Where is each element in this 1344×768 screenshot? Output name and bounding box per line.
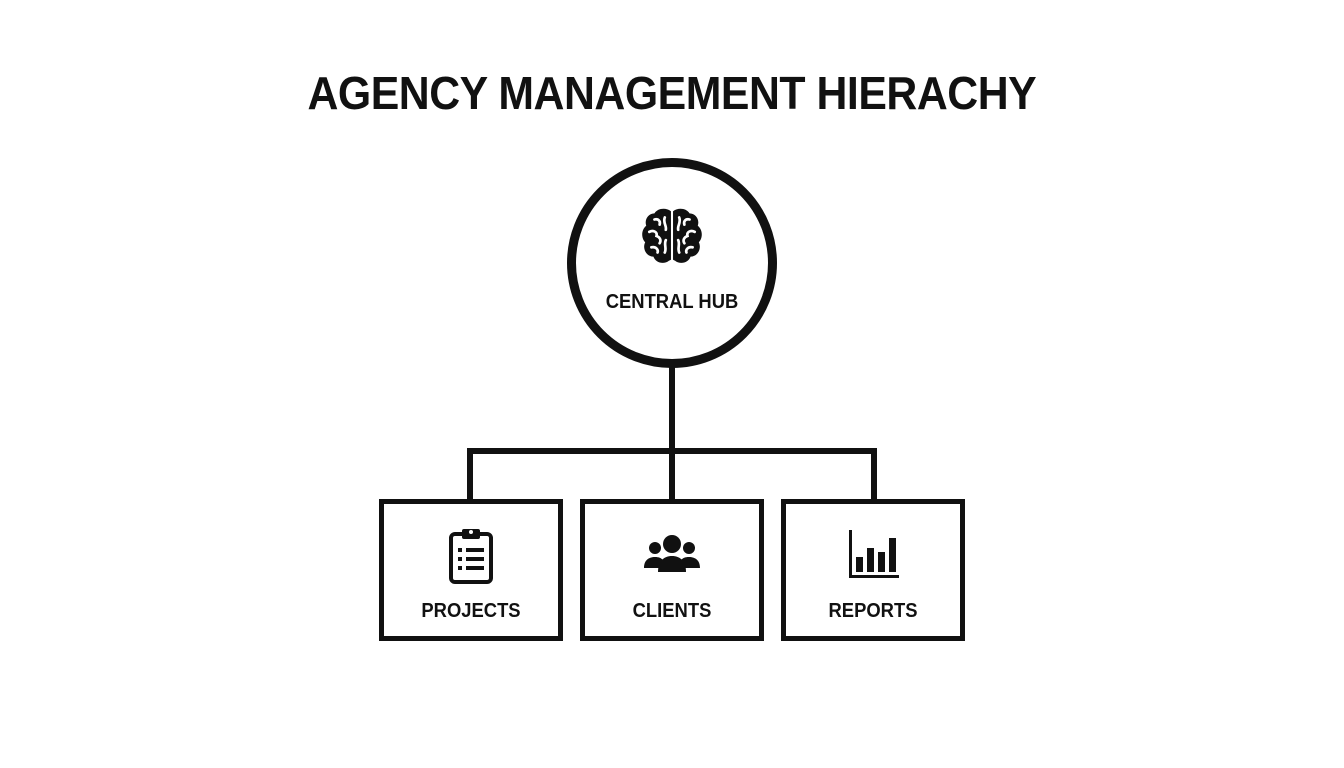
central-hub-label: CENTRAL HUB: [605, 291, 739, 313]
clients-label: CLIENTS: [632, 600, 712, 622]
reports-node: REPORTS: [781, 499, 965, 641]
projects-node: PROJECTS: [379, 499, 563, 641]
diagram-title: AGENCY MANAGEMENT HIERACHY: [307, 67, 1037, 119]
users-group-icon: [644, 535, 700, 572]
brain-icon: [642, 208, 702, 263]
central-hub-node: CENTRAL HUB: [567, 158, 777, 368]
clipboard-list-icon: [449, 529, 493, 584]
reports-label: REPORTS: [828, 600, 918, 622]
bar-chart-icon: [849, 530, 899, 578]
clients-node: CLIENTS: [580, 499, 764, 641]
projects-label: PROJECTS: [421, 600, 521, 622]
